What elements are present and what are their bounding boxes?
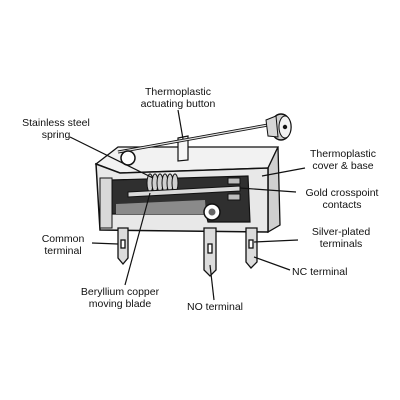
label-moving-blade: Beryllium copper moving blade: [70, 286, 170, 310]
spring-coil: [146, 173, 179, 193]
common-terminal-slot: [120, 239, 126, 249]
upper-contact: [227, 177, 241, 185]
lever-arm-highlight: [117, 124, 269, 153]
leader-actuating-button: [177, 109, 184, 140]
label-spring: Stainless steel spring: [6, 117, 106, 141]
label-spring-line2: spring: [41, 129, 71, 141]
roller-axle: [282, 124, 288, 130]
label-actuating-button-line1: Thermoplastic: [145, 86, 211, 98]
leader-silver-terminals: [253, 239, 299, 243]
label-crosspoint-line1: Gold crosspoint: [305, 187, 379, 199]
roller-bracket: [265, 115, 279, 138]
label-no-terminal: NO terminal: [170, 301, 260, 313]
no-terminal-slot: [207, 243, 213, 254]
label-silver-terminals-line1: Silver-plated: [311, 226, 371, 238]
label-cover-base-line1: Thermoplastic: [310, 148, 376, 160]
leader-lines: [69, 109, 306, 301]
leader-blade: [124, 192, 151, 286]
left-end-block: [99, 177, 113, 229]
leader-crosspoint: [239, 187, 297, 193]
label-cover-base-line2: cover & base: [312, 160, 374, 172]
leader-no: [209, 264, 215, 301]
mounting-hole-center: [208, 208, 216, 216]
label-no-line1: NO terminal: [186, 301, 243, 313]
label-actuating-button-line2: actuating button: [140, 98, 216, 110]
leader-cover: [261, 167, 306, 177]
label-crosspoint-contacts: Gold crosspoint contacts: [296, 187, 388, 211]
leader-nc: [253, 256, 291, 271]
label-silver-terminals: Silver-plated terminals: [298, 226, 384, 250]
label-blade-line2: moving blade: [88, 298, 152, 310]
label-common-terminal: Common terminal: [30, 233, 96, 257]
lower-contact: [227, 193, 241, 201]
label-crosspoint-line2: contacts: [322, 199, 362, 211]
moving-blade: [127, 185, 241, 198]
leader-common: [91, 242, 119, 245]
label-common-line1: Common: [41, 233, 85, 245]
label-blade-line1: Beryllium copper: [80, 286, 160, 298]
terminals: [117, 227, 258, 277]
label-nc-terminal: NC terminal: [292, 266, 347, 278]
cavity-floor: [116, 200, 206, 214]
label-common-line2: terminal: [44, 245, 82, 257]
leader-spring: [69, 136, 154, 179]
label-cover-base: Thermoplastic cover & base: [298, 148, 388, 172]
label-nc-line1: NC terminal: [292, 266, 348, 278]
label-actuating-button: Thermoplastic actuating button: [128, 86, 228, 110]
label-silver-terminals-line2: terminals: [319, 238, 363, 250]
nc-terminal-slot: [248, 239, 254, 249]
label-spring-line1: Stainless steel: [22, 117, 90, 129]
